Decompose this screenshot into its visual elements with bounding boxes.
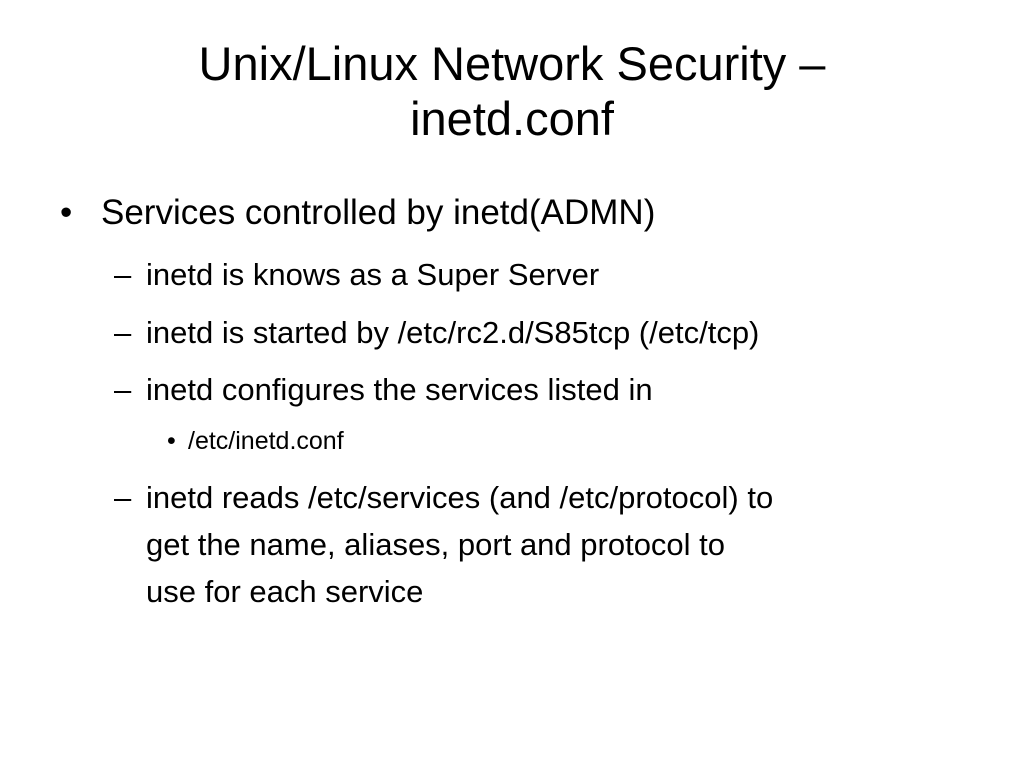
bullet-text-line-2: get the name, aliases, port and protocol…	[146, 527, 726, 562]
bullet-text: inetd configures the services listed in	[146, 372, 653, 407]
bullet-marker: •	[167, 427, 176, 455]
bullet-text: inetd is knows as a Super Server	[146, 257, 600, 292]
bullet-text-line-1: inetd reads /etc/services (and /etc/prot…	[146, 480, 774, 515]
bullet-marker: –	[114, 480, 132, 515]
bullet-marker: –	[114, 315, 132, 350]
bullet-text: inetd reads /etc/services (and /etc/prot…	[146, 474, 773, 615]
slide-title-line-2: inetd.conf	[410, 92, 614, 145]
bullet-text: inetd is started by /etc/rc2.d/S85tcp (/…	[146, 315, 760, 350]
bullet-text: /etc/inetd.conf	[188, 427, 344, 455]
slide-title-line-1: Unix/Linux Network Security –	[198, 37, 826, 90]
bullet-text: Services controlled by inetd(ADMN)	[101, 193, 656, 232]
bullet-text-line-3: use for each service	[146, 574, 424, 609]
slide-title: Unix/Linux Network Security – inetd.conf	[60, 36, 964, 146]
bullet-marker: •	[60, 193, 73, 232]
bullet-marker: –	[114, 372, 132, 407]
bullet-marker: –	[114, 257, 132, 292]
